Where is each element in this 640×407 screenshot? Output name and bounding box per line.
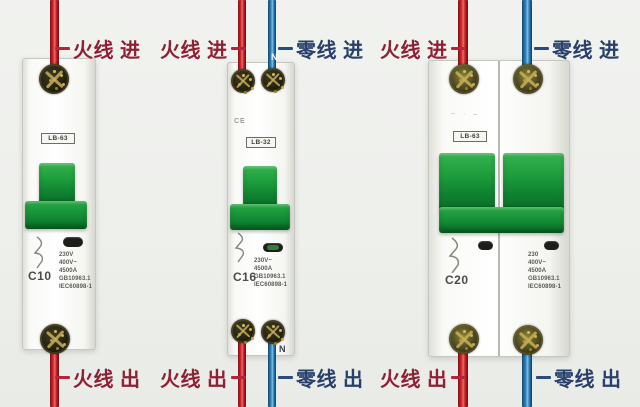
label-text: 火线 出 <box>73 368 141 391</box>
leader-line <box>230 375 246 379</box>
toggle-bar <box>439 207 564 233</box>
toggle-tab <box>243 166 277 208</box>
brass-flecks <box>52 70 56 73</box>
brass-flecks <box>271 324 275 328</box>
label-neutral-out: 零线 出 <box>536 364 622 391</box>
label-live-in: 火线 进 <box>380 35 466 62</box>
print-marks: ~ · – <box>451 111 481 118</box>
terminal-screw-icon <box>513 325 543 355</box>
terminal-screw-icon <box>40 324 70 354</box>
neutral-terminal-mark: N <box>271 52 278 62</box>
terminal-screw-icon <box>231 319 255 343</box>
ce-mark: CE <box>234 118 246 125</box>
breaker-1pn: CE LB-32 C16 230V~ 4500A GB10963.1 IEC60… <box>227 62 295 356</box>
spec-text: 230 400V~ 4500A GB10963.1 IEC60898-1 <box>528 252 562 290</box>
label-live-out: 火线 出 <box>380 364 466 391</box>
toggle-tab <box>439 153 495 211</box>
terminal-screw-icon <box>39 64 69 94</box>
label-live-out: 火线 出 <box>160 364 246 391</box>
brass-flecks <box>526 70 530 73</box>
terminal-screw-icon <box>231 69 255 93</box>
leader-line <box>536 375 551 379</box>
label-live-in: 火线 进 <box>160 35 246 62</box>
live-wire-in <box>238 0 246 82</box>
breaker-1p: LB-63 C10 230V 400V~ 4500A GB10963.1 IEC… <box>22 58 96 354</box>
label-text: 零线 出 <box>296 368 364 391</box>
trip-indicator-window <box>63 237 83 247</box>
label-text: 零线 进 <box>552 39 620 62</box>
leader-line <box>278 46 293 50</box>
model-label: LB-63 <box>41 133 75 144</box>
brass-flecks <box>241 323 245 327</box>
leader-line <box>450 46 466 50</box>
leader-line <box>450 375 466 379</box>
toggle-tab <box>39 163 75 205</box>
label-text: 零线 出 <box>554 368 622 391</box>
neutral-terminal-mark: N <box>279 344 286 354</box>
model-label: LB-63 <box>453 131 487 142</box>
label-text: 火线 进 <box>380 39 448 62</box>
label-text: 火线 进 <box>160 39 228 62</box>
rating-label: C16 <box>233 270 257 284</box>
leader-line <box>534 46 549 50</box>
label-text: 火线 出 <box>160 368 228 391</box>
leader-line <box>55 46 70 50</box>
trip-indicator-window <box>478 241 493 250</box>
neutral-wire-in <box>522 0 532 80</box>
live-wire-in <box>458 0 468 80</box>
leader-line <box>55 375 70 379</box>
neutral-wire-out <box>268 332 276 407</box>
toggle-bar <box>230 204 290 230</box>
breaker-2p: ~ · – LB-63 C20 230 400V~ 4500A GB10963.… <box>428 60 570 357</box>
label-text: 火线 进 <box>73 39 141 62</box>
label-live-out: 火线 出 <box>55 364 141 391</box>
neutral-wire-out <box>522 340 532 407</box>
brass-flecks <box>241 73 245 77</box>
brass-flecks <box>462 330 466 333</box>
terminal-screw-icon <box>261 68 285 92</box>
trip-indicator-window <box>544 241 559 250</box>
toggle-handle[interactable] <box>230 166 290 230</box>
leader-line <box>278 375 293 379</box>
spec-text: 230V 400V~ 4500A GB10963.1 IEC60898-1 <box>59 252 93 290</box>
neutral-wire-in <box>268 0 276 80</box>
model-label: LB-32 <box>246 137 276 148</box>
label-neutral-out: 零线 出 <box>278 364 364 391</box>
label-neutral-in: 零线 进 <box>534 35 620 62</box>
label-text: 零线 进 <box>296 39 364 62</box>
toggle-handle[interactable] <box>439 153 564 233</box>
brass-flecks <box>526 331 530 334</box>
label-text: 火线 出 <box>380 368 448 391</box>
live-wire-out <box>458 338 468 407</box>
trip-curve-icon <box>33 236 44 269</box>
live-wire-out <box>238 330 246 407</box>
trip-curve-icon <box>448 237 460 273</box>
label-neutral-in: 零线 进 <box>278 35 364 62</box>
toggle-tab <box>503 153 564 211</box>
brass-flecks <box>462 70 466 73</box>
live-wire-in <box>50 0 59 80</box>
leader-line <box>230 46 246 50</box>
rating-label: C10 <box>28 269 52 283</box>
terminal-screw-icon <box>261 320 285 344</box>
rating-label: C20 <box>445 273 469 287</box>
label-live-in: 火线 进 <box>55 35 141 62</box>
brass-flecks <box>53 330 57 333</box>
brass-flecks <box>271 72 275 76</box>
terminal-screw-icon <box>449 64 479 94</box>
terminal-screw-icon <box>449 324 479 354</box>
toggle-handle[interactable] <box>25 163 87 229</box>
trip-indicator-window <box>263 243 283 252</box>
terminal-screw-icon <box>513 64 543 94</box>
toggle-bar <box>25 201 87 229</box>
spec-text: 230V~ 4500A GB10963.1 IEC60898-1 <box>254 258 288 288</box>
trip-curve-icon <box>234 232 245 263</box>
live-wire-out <box>50 338 59 407</box>
